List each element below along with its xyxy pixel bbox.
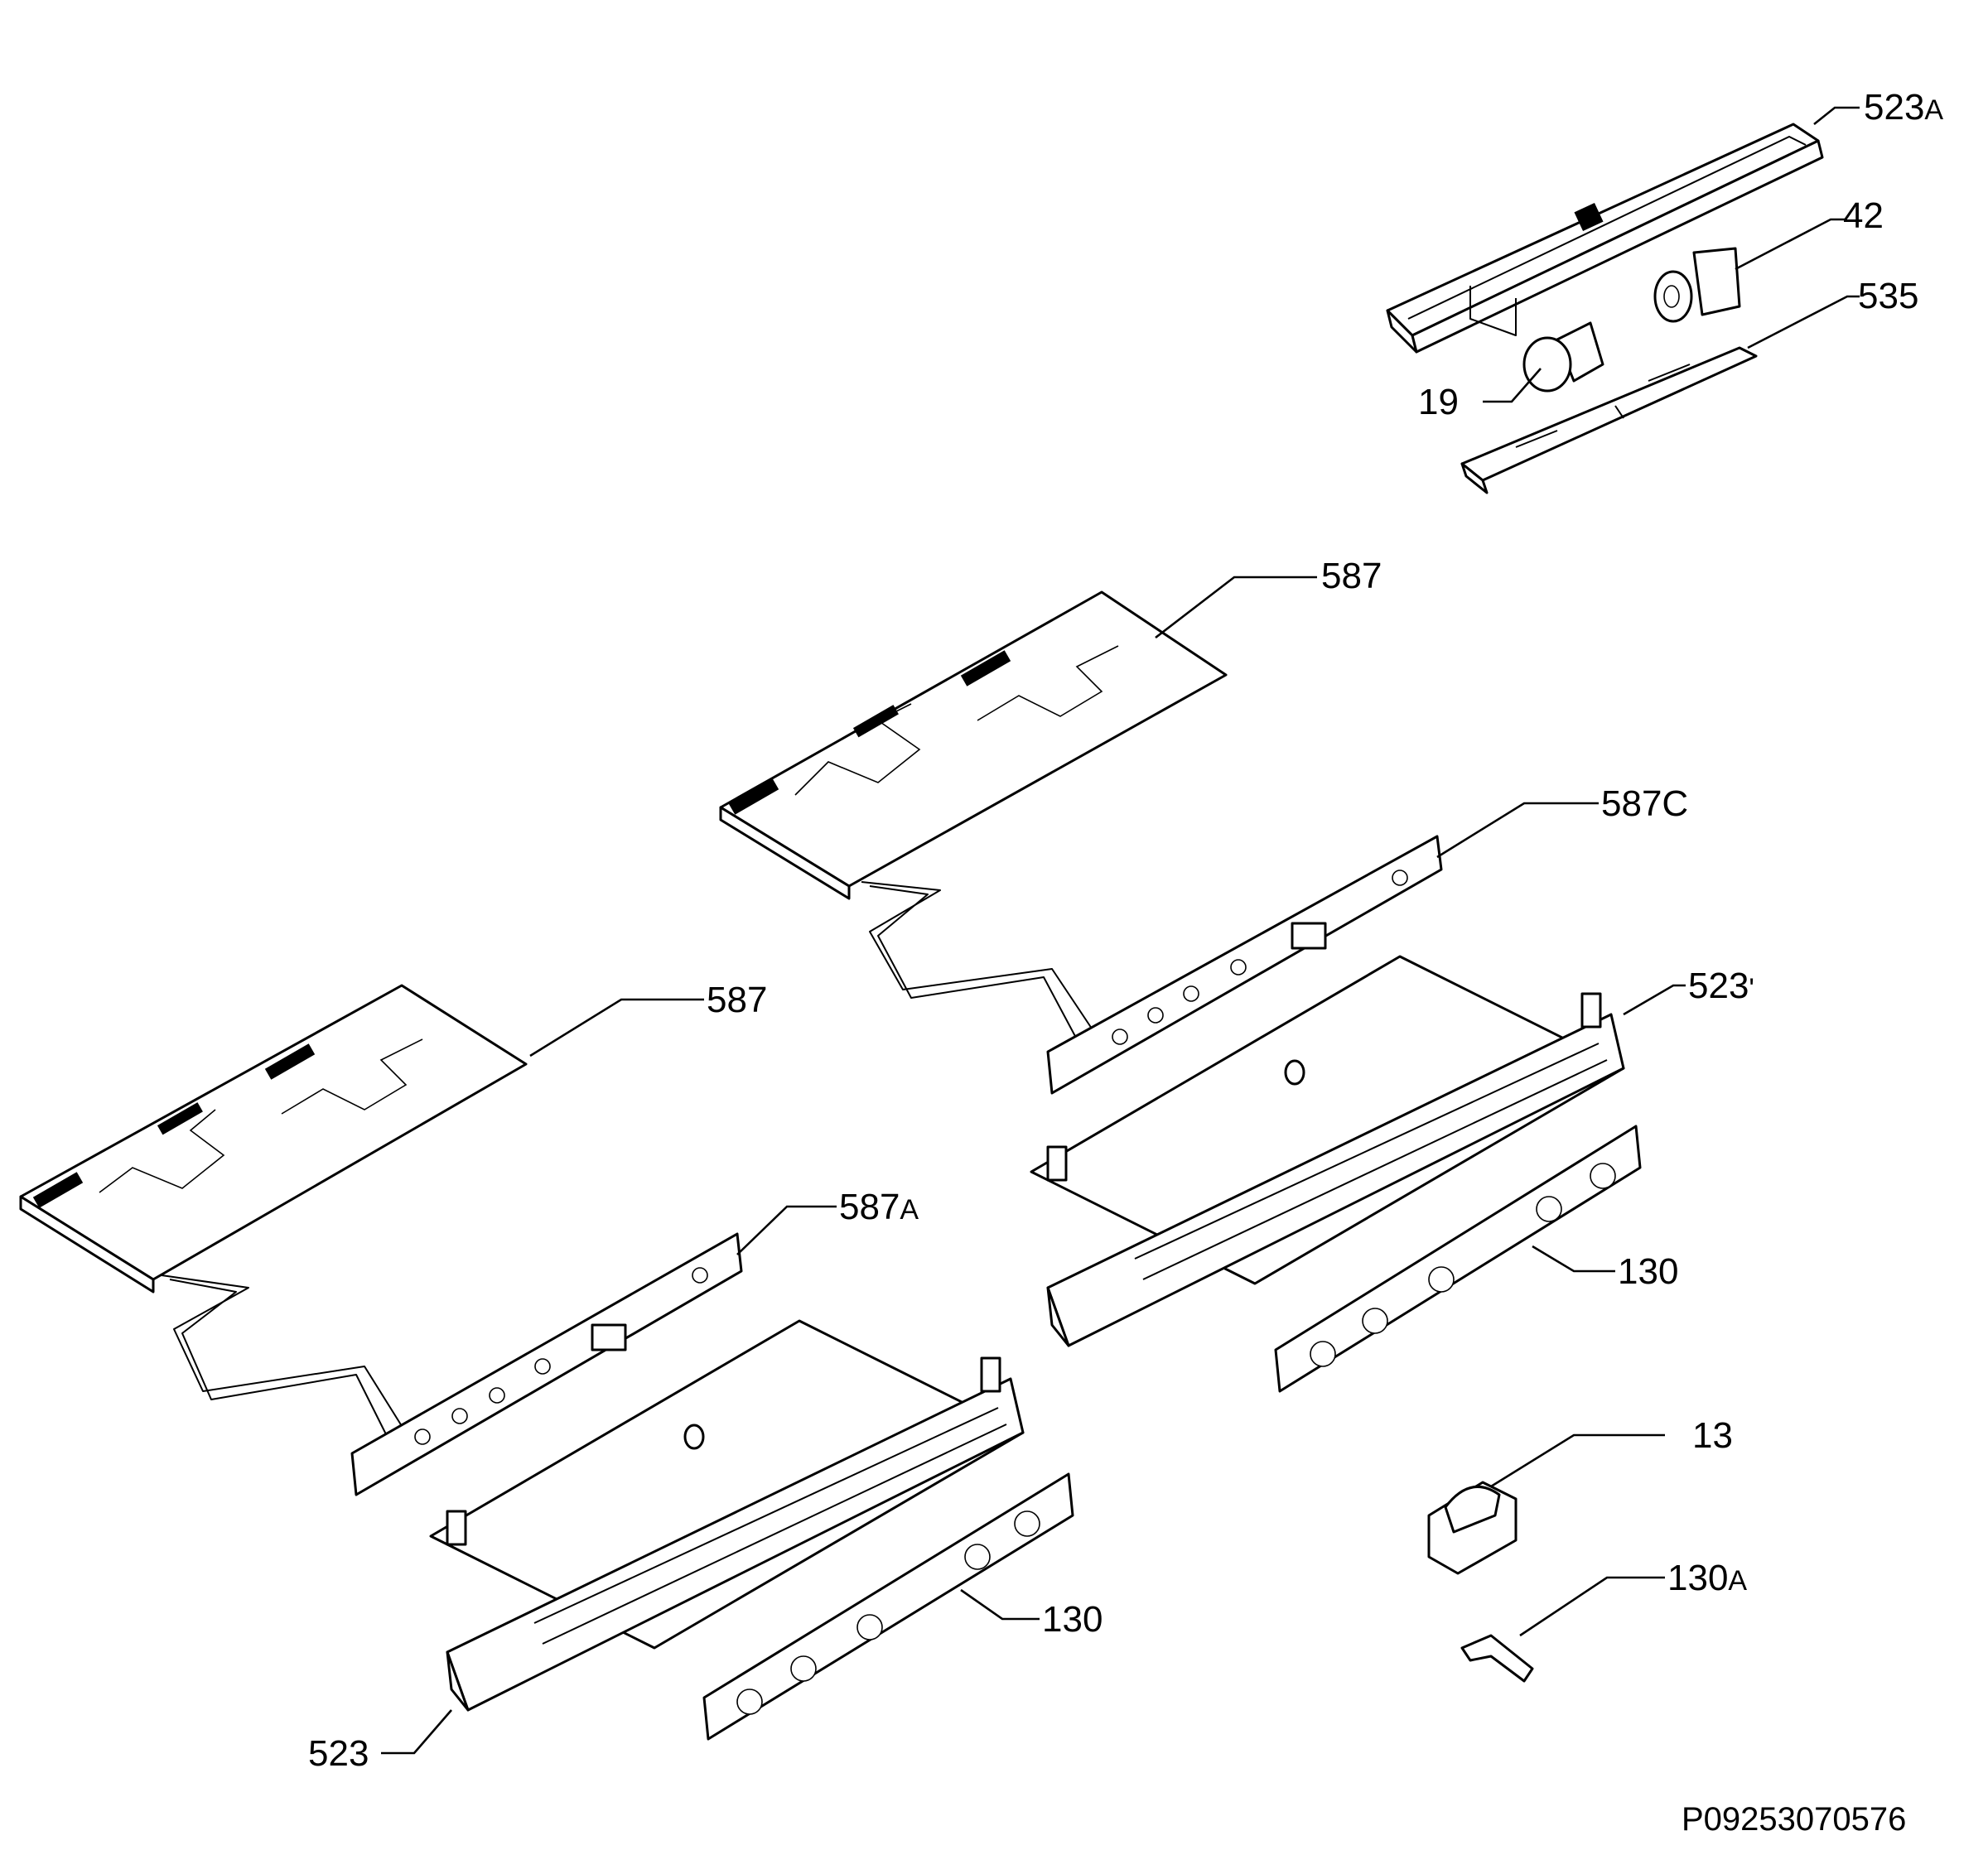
housing-523-right	[1030, 955, 1625, 1347]
light-guide-130A	[1460, 1634, 1534, 1683]
callout-587C: 587C	[1601, 783, 1688, 824]
callout-19: 19	[1418, 382, 1459, 422]
leader-lines	[381, 106, 1860, 1755]
callout-523-right: 523'	[1688, 966, 1754, 1006]
lamp-cover-523A	[1386, 123, 1824, 354]
callout-42: 42	[1843, 195, 1884, 236]
lamp-holder-42	[1653, 247, 1741, 323]
callout-130-left: 130	[1042, 1599, 1103, 1640]
callout-13: 13	[1692, 1415, 1733, 1456]
pcb-587-left	[19, 984, 528, 1294]
bulb-19	[1522, 321, 1604, 393]
housing-523-left	[429, 1319, 1025, 1712]
callout-523A: 523A	[1864, 87, 1943, 128]
drawing-code: P09253070576	[1682, 1801, 1906, 1838]
callout-587-top: 587	[1321, 556, 1382, 596]
control-panel-130-left	[702, 1472, 1074, 1741]
ribbon-cable-587-top	[861, 881, 1094, 1040]
callout-587A: 587A	[839, 1187, 919, 1227]
lamp-bracket-535	[1460, 346, 1758, 494]
callout-130A: 130A	[1667, 1558, 1747, 1598]
pcb-587-top	[719, 590, 1228, 900]
display-board-587C	[1046, 835, 1443, 1095]
display-board-587A	[350, 1232, 743, 1496]
control-panel-130-right	[1274, 1125, 1642, 1393]
callout-labels: 523A 42 535 19 587 587C 523' 587 587A 13…	[308, 87, 1943, 1774]
callout-587-left: 587	[707, 980, 767, 1020]
callout-535: 535	[1858, 276, 1918, 316]
callout-523-left: 523	[308, 1733, 369, 1774]
callout-130-right: 130	[1618, 1251, 1678, 1292]
ribbon-cable-587-left	[161, 1274, 407, 1442]
switch-13	[1427, 1481, 1518, 1575]
